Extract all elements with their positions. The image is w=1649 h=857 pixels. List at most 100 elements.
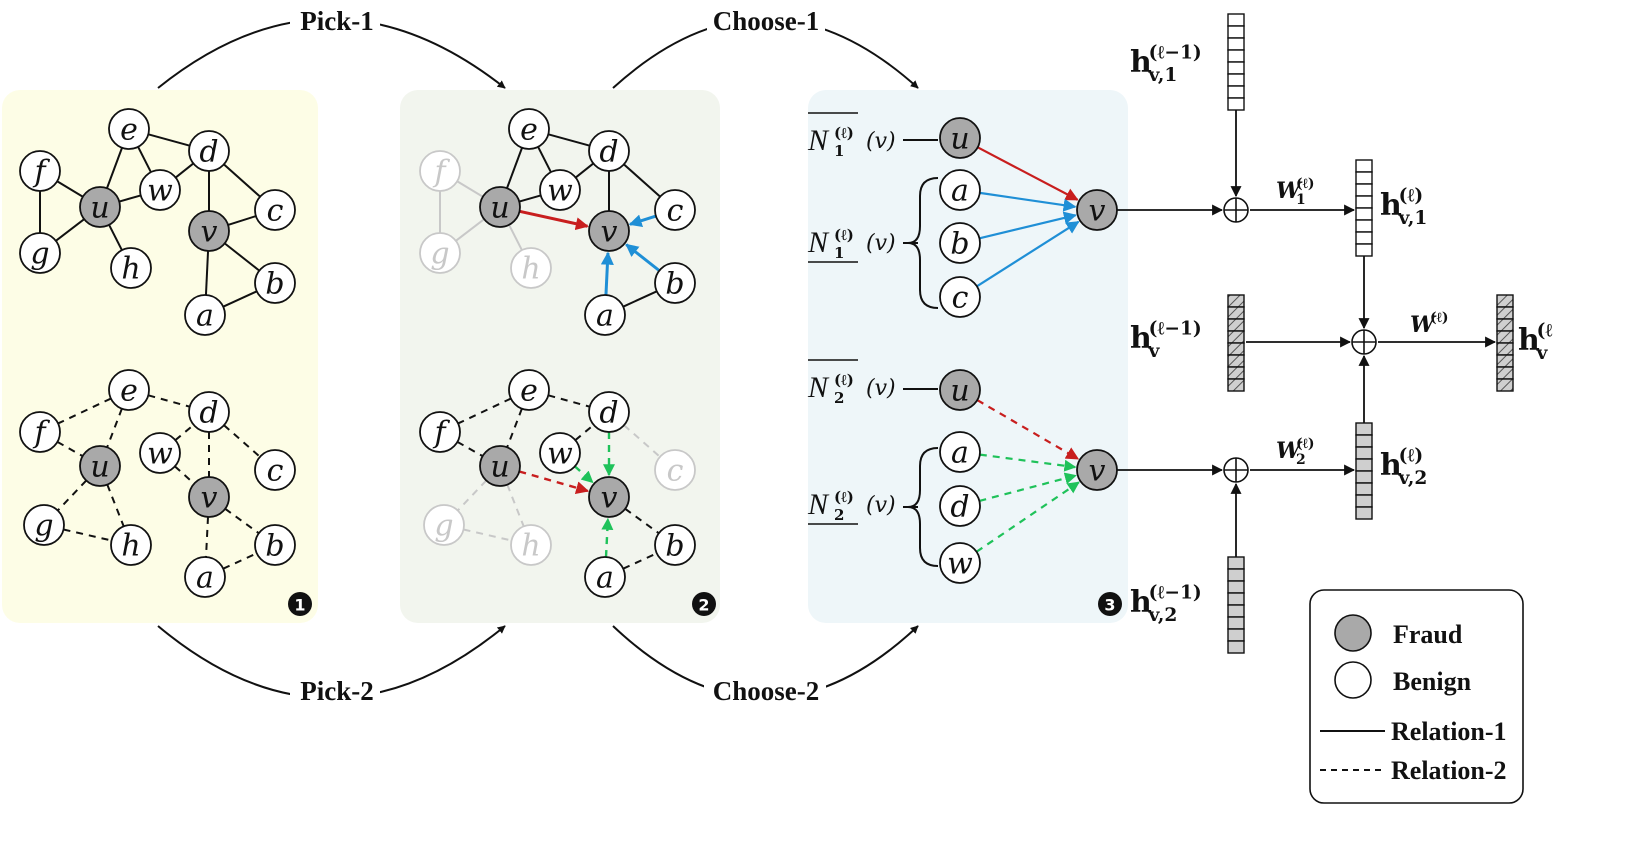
node-w: w <box>539 432 581 474</box>
node-h: h <box>510 247 552 289</box>
node-d: d <box>188 391 230 433</box>
edge-e-u <box>106 408 123 448</box>
svg-text:h: h <box>1130 45 1152 80</box>
edge-a-v <box>600 251 614 296</box>
edge-a-b <box>622 290 658 308</box>
node-b: b <box>254 524 296 566</box>
vector-h-prev <box>1227 294 1245 392</box>
node-h: h <box>110 247 152 289</box>
edge-u-h <box>508 224 523 251</box>
node-e: e <box>108 108 150 150</box>
svg-text:d: d <box>199 135 218 170</box>
svg-text:b: b <box>665 529 684 564</box>
svg-text:v: v <box>201 481 218 516</box>
svg-text:2: 2 <box>834 506 844 524</box>
node-d: d <box>188 130 230 172</box>
edge-w-d <box>174 424 195 441</box>
edge-e-w <box>137 146 152 173</box>
svg-text:c: c <box>267 194 284 229</box>
edge-v-c <box>227 215 257 226</box>
svg-text:c: c <box>667 194 684 229</box>
svg-text:(ℓ−1): (ℓ−1) <box>1149 319 1202 340</box>
choose-1-label: Choose-1 <box>713 6 820 36</box>
panel-step-3 <box>808 90 1128 623</box>
step-badge-3: 3 <box>1098 592 1122 616</box>
edge-d-c <box>223 163 261 198</box>
edge-b1-v1 <box>979 211 1077 240</box>
node-u: u <box>479 186 521 228</box>
svg-text:1: 1 <box>834 142 844 160</box>
svg-text:a: a <box>951 436 969 471</box>
legend: Fraud Benign Relation-1 Relation-2 <box>1309 589 1524 804</box>
svg-text:v: v <box>601 481 618 516</box>
edge-f-u <box>456 440 484 458</box>
node-c: c <box>254 449 296 491</box>
svg-text:d: d <box>199 396 218 431</box>
svg-text:b: b <box>665 267 684 302</box>
node-v2: v <box>1076 449 1118 491</box>
svg-text:a: a <box>196 561 214 596</box>
edge-a-b <box>622 552 658 570</box>
vector-h-prev-1 <box>1227 13 1245 111</box>
svg-text:2: 2 <box>698 596 709 615</box>
svg-text:u: u <box>490 191 509 226</box>
node-d2: d <box>939 485 981 527</box>
node-h: h <box>110 524 152 566</box>
svg-text:v: v <box>1089 454 1106 489</box>
edge-d-c <box>223 424 261 458</box>
svg-text:d: d <box>599 135 618 170</box>
svg-text:1: 1 <box>1296 192 1306 208</box>
edge-u-g <box>57 479 87 512</box>
svg-text:h: h <box>521 529 540 564</box>
node-h: h <box>510 524 552 566</box>
legend-benign-label: Benign <box>1393 667 1472 696</box>
legend-fraud-swatch <box>1334 614 1372 652</box>
edge-e-d <box>548 133 590 147</box>
svg-text:h: h <box>121 252 140 287</box>
svg-text:v: v <box>1536 343 1549 364</box>
node-u: u <box>79 186 121 228</box>
svg-text:v: v <box>1148 341 1161 362</box>
svg-text:e: e <box>120 113 138 148</box>
node-g: g <box>419 232 461 274</box>
edge-u-e <box>106 147 123 189</box>
svg-text:(ℓ): (ℓ) <box>834 124 854 142</box>
edge-u-h <box>108 224 123 251</box>
edge-u2-v2 <box>976 399 1080 460</box>
edge-g-h <box>63 528 112 542</box>
svg-text:b: b <box>265 267 284 302</box>
svg-text:c: c <box>952 281 969 316</box>
svg-text:b: b <box>265 529 284 564</box>
svg-text:v: v <box>1089 194 1106 229</box>
node-d: d <box>588 391 630 433</box>
svg-text:d: d <box>950 490 969 525</box>
svg-text:(v): (v) <box>866 376 896 401</box>
label-h-prev-2: h(ℓ−1)v,2 <box>1130 583 1202 627</box>
panel-step-1 <box>2 90 318 623</box>
node-v1: v <box>1076 189 1118 231</box>
svg-text:h: h <box>1130 321 1152 356</box>
neighbor-set-labels: N (ℓ) 1 (v) N (ℓ) 1 (v) N (ℓ) 2 (v) N (ℓ… <box>807 112 896 525</box>
svg-text:(ℓ): (ℓ) <box>834 488 854 506</box>
edge-g-u <box>455 218 485 242</box>
svg-text:h: h <box>1518 323 1540 358</box>
edge-f-u <box>56 440 84 458</box>
edge-f-u <box>456 180 484 198</box>
node-g: g <box>23 504 65 546</box>
node-a1: a <box>939 169 981 211</box>
edge-e-f <box>457 397 512 425</box>
edge-u-e <box>506 147 523 189</box>
node-a: a <box>184 294 226 336</box>
svg-text:2: 2 <box>1296 452 1306 468</box>
plus-relation-2 <box>1223 457 1249 483</box>
svg-text:w: w <box>547 437 573 472</box>
node-w2: w <box>939 542 981 584</box>
edge-u-w <box>118 194 142 203</box>
svg-text:u: u <box>950 122 969 157</box>
svg-text:d: d <box>599 396 618 431</box>
svg-text:(ℓ: (ℓ <box>1537 321 1553 342</box>
